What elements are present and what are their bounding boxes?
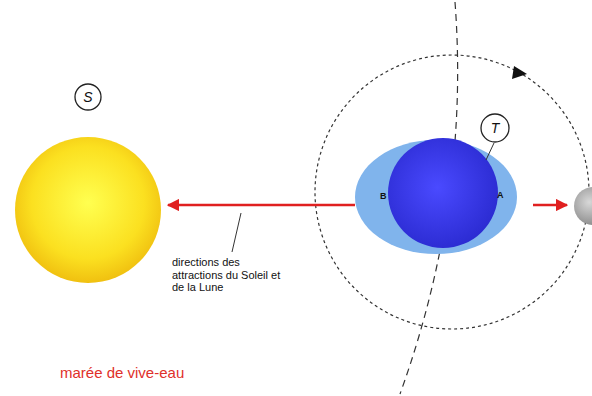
moon-orbit bbox=[315, 55, 589, 329]
caption: marée de vive-eau bbox=[60, 364, 184, 381]
label-letter: S bbox=[83, 89, 92, 105]
moon bbox=[574, 187, 592, 225]
label-circle: S bbox=[74, 83, 102, 111]
orbit-direction-arrow bbox=[512, 66, 527, 79]
point-label: B bbox=[380, 191, 387, 201]
leader-line bbox=[232, 213, 241, 252]
leader-line bbox=[486, 143, 494, 160]
annotation: directions des attractions du Soleil et … bbox=[172, 256, 286, 294]
sun bbox=[15, 137, 161, 283]
label-letter: T bbox=[491, 120, 500, 136]
attraction-arrow bbox=[168, 204, 355, 207]
attraction-arrow bbox=[533, 204, 567, 207]
point-label: A bbox=[497, 190, 504, 200]
earth bbox=[388, 138, 498, 248]
label-circle: T bbox=[480, 113, 510, 143]
